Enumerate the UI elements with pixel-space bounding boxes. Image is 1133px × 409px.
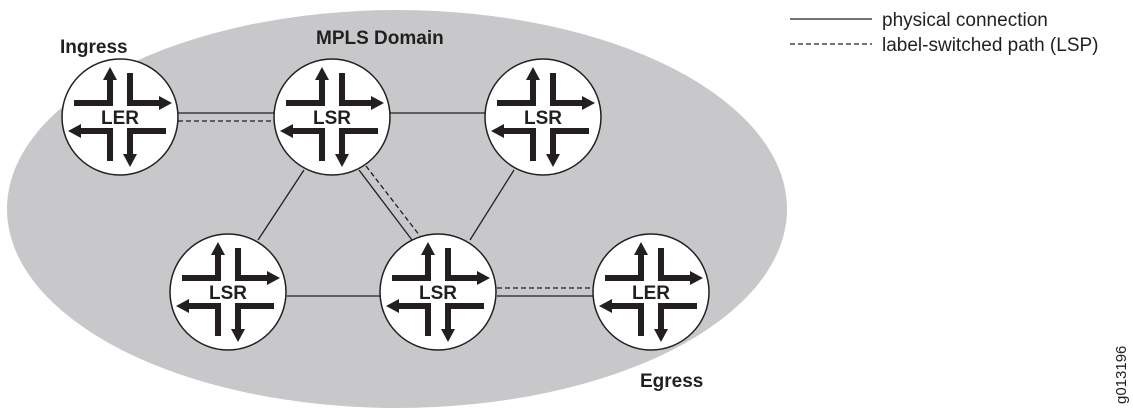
physical-links bbox=[178, 112, 593, 297]
router-label: LSR bbox=[313, 108, 351, 129]
router-label: LER bbox=[101, 108, 139, 129]
router-label: LSR bbox=[524, 108, 562, 129]
router-body bbox=[169, 233, 287, 351]
router-body bbox=[592, 233, 710, 351]
router-lsr-top-right: LSR bbox=[484, 58, 602, 176]
lsp-segment-lsr-top-lsr-bottom-middle bbox=[365, 165, 421, 237]
link-lsr-top-lsr-bottom-middle bbox=[358, 169, 413, 241]
router-lsr-top-middle: LSR bbox=[273, 58, 391, 176]
router-body bbox=[379, 233, 497, 351]
router-egress-ler: LER bbox=[592, 233, 710, 351]
legend: physical connection label-switched path … bbox=[790, 10, 1099, 56]
legend-physical-label: physical connection bbox=[882, 10, 1048, 31]
router-lsr-bottom-left: LSR bbox=[169, 233, 287, 351]
router-label: LSR bbox=[209, 283, 247, 304]
router-label: LSR bbox=[419, 283, 457, 304]
legend-lsp-label: label-switched path (LSP) bbox=[882, 35, 1099, 56]
ingress-label: Ingress bbox=[60, 37, 128, 58]
router-label: LER bbox=[632, 283, 670, 304]
router-lsr-bottom-middle: LSR bbox=[379, 233, 497, 351]
router-body bbox=[273, 58, 391, 176]
domain-label: MPLS Domain bbox=[316, 28, 444, 49]
egress-label: Egress bbox=[640, 371, 703, 392]
router-body bbox=[61, 58, 179, 176]
lsp-path bbox=[178, 120, 593, 289]
link-lsr-right-lsr-bottom-middle bbox=[469, 169, 515, 241]
router-body bbox=[484, 58, 602, 176]
figure-id: g013196 bbox=[1113, 346, 1130, 404]
link-lsr-top-lsr-bottom-left bbox=[257, 169, 305, 241]
router-ingress-ler: LER bbox=[61, 58, 179, 176]
